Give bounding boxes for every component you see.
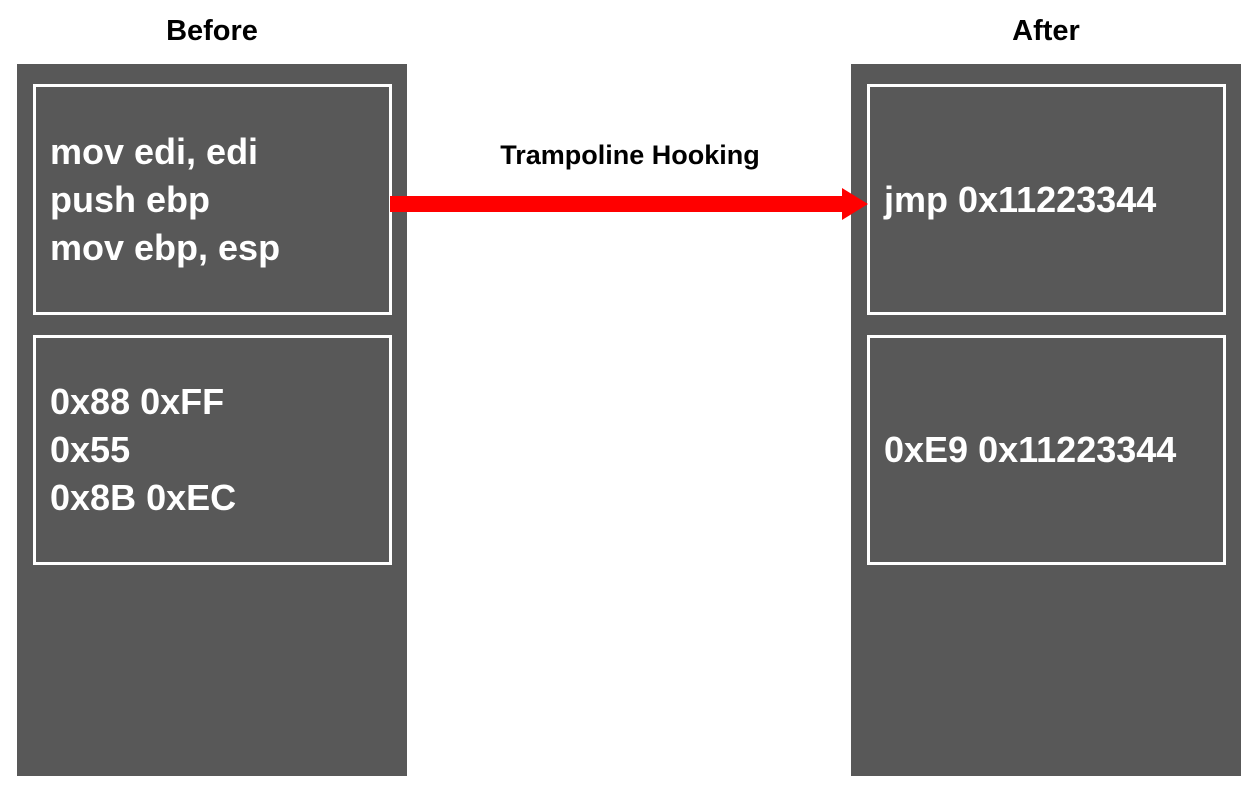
arrow-right-icon bbox=[390, 188, 868, 220]
code-box-after-assembly: jmp 0x11223344 bbox=[867, 84, 1226, 315]
code-line: 0x8B 0xEC bbox=[50, 477, 237, 518]
memory-panel-after: jmp 0x11223344 0xE9 0x11223344 bbox=[851, 64, 1241, 776]
code-box-after-bytes: 0xE9 0x11223344 bbox=[867, 335, 1226, 565]
code-box-before-assembly: mov edi, edi push ebp mov ebp, esp bbox=[33, 84, 392, 315]
transition-arrow-group: Trampoline Hooking bbox=[388, 140, 872, 220]
memory-panel-before: mov edi, edi push ebp mov ebp, esp 0x88 … bbox=[17, 64, 407, 776]
code-box-before-bytes: 0x88 0xFF 0x55 0x8B 0xEC bbox=[33, 335, 392, 565]
code-line: push ebp bbox=[50, 178, 210, 220]
code-line: 0x88 0xFF bbox=[50, 381, 225, 422]
code-line: mov ebp, esp bbox=[50, 226, 281, 268]
column-title-before: Before bbox=[166, 15, 258, 47]
code-line: 0x55 bbox=[50, 429, 131, 470]
column-title-after: After bbox=[1012, 15, 1080, 47]
code-line: 0xE9 0x11223344 bbox=[884, 429, 1177, 470]
code-line: jmp 0x11223344 bbox=[884, 178, 1157, 220]
code-line: mov edi, edi bbox=[50, 130, 259, 172]
arrow-label: Trampoline Hooking bbox=[500, 140, 760, 170]
